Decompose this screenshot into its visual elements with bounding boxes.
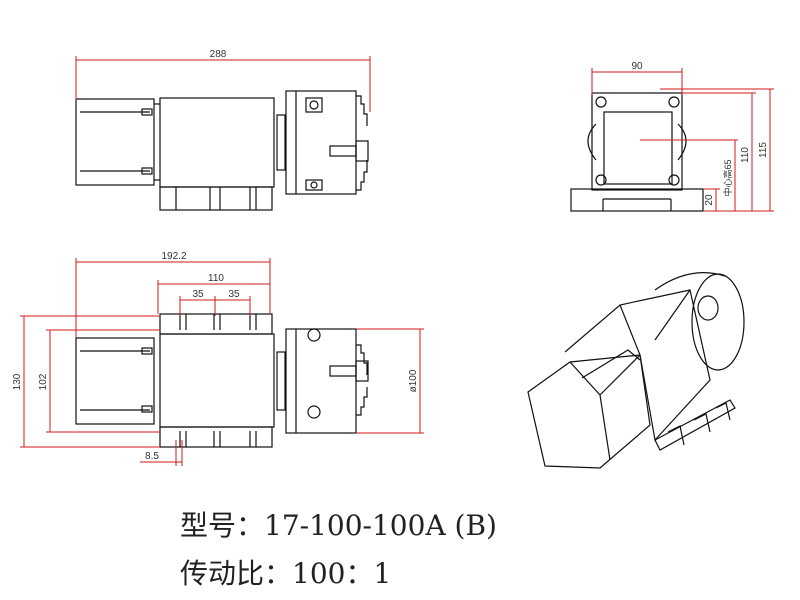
dim-end-width: 90 (631, 61, 643, 72)
dim-end-center-height: 中心高65 (722, 159, 733, 196)
top-gearbox (159, 97, 275, 188)
end-base (570, 188, 704, 212)
front-view (75, 313, 369, 448)
iso-chuck (691, 273, 745, 371)
top-view (75, 90, 369, 211)
dim-front-chuck-diameter: ø100 (408, 369, 419, 392)
dim-front-height-130: 130 (12, 373, 23, 390)
front-gearbox (159, 333, 275, 428)
dim-front-slot-pitch-1: 35 (192, 289, 204, 300)
dim-end-height-115: 115 (758, 142, 769, 158)
iso-base (654, 399, 736, 451)
end-view (570, 92, 704, 212)
model-caption: 型号：17-100-100A (B) (180, 509, 497, 542)
isometric-view (527, 272, 745, 469)
dim-top-overall-length: 288 (210, 49, 227, 60)
dim-front-length-192: 192.2 (161, 251, 186, 262)
dim-front-slot-pitch-2: 35 (228, 289, 240, 300)
front-motor-body (75, 337, 155, 425)
dim-end-height-110: 110 (740, 147, 751, 163)
dimension-lines (20, 56, 774, 466)
top-motor-body (75, 98, 155, 186)
end-flange-plate (591, 92, 683, 191)
top-base-feet (159, 186, 273, 211)
ratio-caption: 传动比：100：1 (180, 557, 392, 590)
iso-motor (527, 354, 651, 469)
iso-gearbox (564, 289, 711, 442)
dim-end-base-height: 20 (704, 194, 715, 206)
dim-front-slot-offset: 8.5 (145, 451, 159, 462)
dim-front-length-110: 110 (208, 273, 224, 284)
dim-front-height-102: 102 (38, 373, 49, 390)
